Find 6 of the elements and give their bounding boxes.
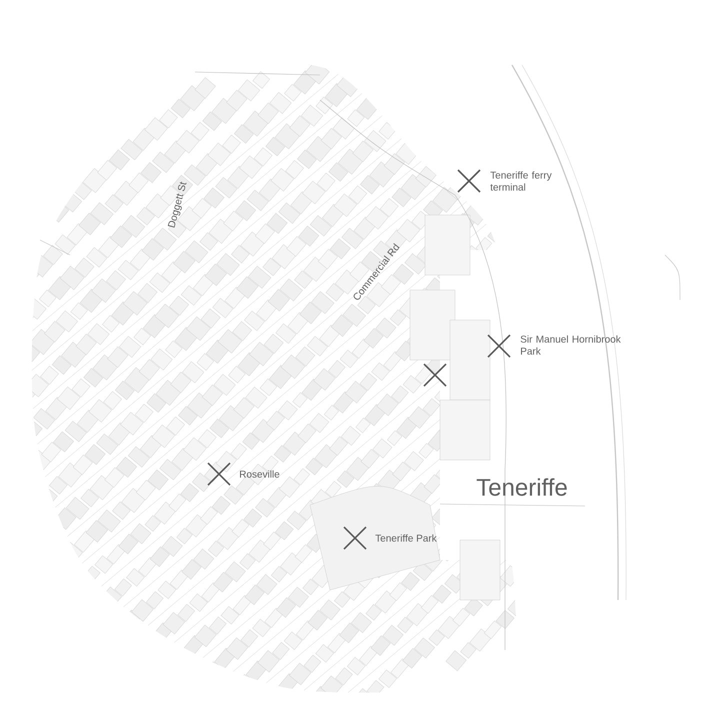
- place-label: Teneriffe ferry terminal: [490, 171, 552, 191]
- place-label: Teneriffe Park: [375, 534, 437, 542]
- street-label: Doggett St: [168, 182, 186, 228]
- place-label: Sir Manuel Hornibrook Park: [520, 335, 621, 355]
- place-label: Roseville: [240, 470, 280, 478]
- suburb-label: Teneriffe: [476, 478, 567, 496]
